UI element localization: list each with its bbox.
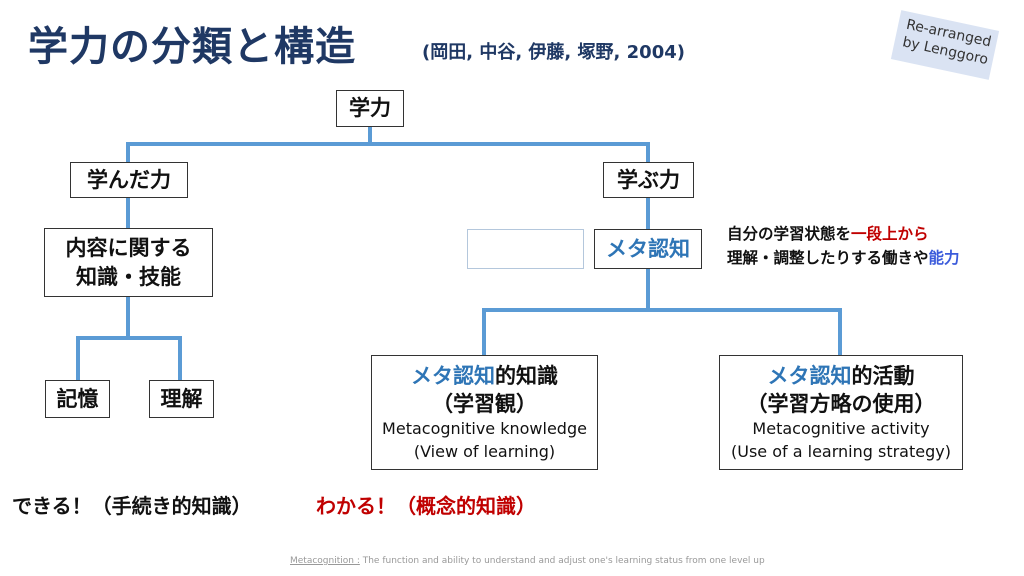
text: 一段上から xyxy=(851,225,929,243)
node-label: 学力 xyxy=(349,96,391,121)
procedural-knowledge: できる！（手続き的知識） xyxy=(12,494,252,518)
node-label: 学ぶ力 xyxy=(617,167,680,192)
node-learning: 学ぶ力 xyxy=(603,162,694,198)
connector xyxy=(76,336,80,380)
text: 自分の学習状態を xyxy=(727,225,852,243)
connector xyxy=(646,198,650,229)
connector xyxy=(368,127,372,146)
node-label: 知識・技能 xyxy=(76,264,181,289)
node-root: 学力 xyxy=(336,90,404,127)
connector xyxy=(838,308,842,355)
connector xyxy=(126,297,130,339)
connector xyxy=(76,336,182,340)
node-label-en: Metacognitive knowledge xyxy=(382,419,587,439)
node-label-en: (View of learning) xyxy=(413,441,556,461)
node-metacognitive-activity: メタ認知的活動 （学習方略の使用） Metacognitive activity… xyxy=(719,355,963,470)
node-label: 記憶 xyxy=(56,386,99,411)
connector xyxy=(126,142,130,162)
connector xyxy=(482,308,486,355)
connector xyxy=(178,336,182,380)
node-label: 学んだ力 xyxy=(87,167,171,192)
node-metacognition: メタ認知 xyxy=(594,229,702,269)
node-content: 内容に関する知識・技能 xyxy=(44,228,213,297)
node-label: メタ認知 xyxy=(606,236,690,261)
footer-term: Metacognition : xyxy=(290,556,360,566)
connector xyxy=(482,308,842,312)
conceptual-knowledge: わかる！（概念的知識） xyxy=(316,494,536,518)
node-metacognitive-knowledge: メタ認知的知識 （学習観） Metacognitive knowledge (V… xyxy=(371,355,598,470)
side-note-line1: 自分の学習状態を一段上から xyxy=(727,222,929,244)
node-label-en: Metacognitive activity xyxy=(752,419,930,439)
text: 理解・調整したりする働きや xyxy=(727,249,929,267)
node-understanding: 理解 xyxy=(149,380,214,418)
connector xyxy=(646,269,650,311)
footer-text: The function and ability to understand a… xyxy=(359,556,765,566)
connector xyxy=(646,142,650,162)
node-label: 理解 xyxy=(160,386,203,411)
node-label: 内容に関する xyxy=(65,236,192,261)
text: 能力 xyxy=(928,249,960,267)
node-learned: 学んだ力 xyxy=(70,162,188,198)
connector xyxy=(126,198,130,228)
node-label: メタ認知 xyxy=(767,363,852,388)
node-label: （学習方略の使用） xyxy=(746,392,936,417)
page-title: 学力の分類と構造 xyxy=(28,24,356,70)
node-memory: 記憶 xyxy=(45,380,110,418)
empty-box xyxy=(467,229,584,269)
node-label: メタ認知 xyxy=(411,363,495,388)
connector xyxy=(126,142,650,146)
footer-note: Metacognition : The function and ability… xyxy=(290,556,765,566)
side-note-line2: 理解・調整したりする働きや能力 xyxy=(727,246,960,268)
citation: (岡田, 中谷, 伊藤, 塚野, 2004) xyxy=(422,42,685,63)
node-label: （学習観） xyxy=(432,392,537,417)
node-label-en: (Use of a learning strategy) xyxy=(731,441,951,461)
node-label: 的知識 xyxy=(495,363,558,388)
node-label: 的活動 xyxy=(851,363,915,388)
